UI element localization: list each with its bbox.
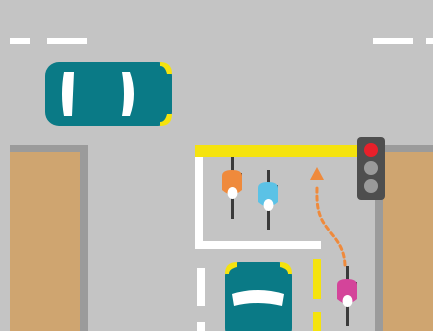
light-red: [364, 143, 378, 157]
curb-left-top: [10, 145, 88, 152]
car-bottom: [225, 262, 292, 331]
light-green: [364, 179, 378, 193]
car-top-left: [45, 62, 172, 126]
sidewalk-left: [10, 152, 80, 331]
lane-dashes-yellow: [313, 259, 321, 331]
yellow-box-line: [195, 145, 362, 157]
curb-left-side: [80, 145, 88, 331]
light-yellow: [364, 161, 378, 175]
traffic-light: [357, 137, 385, 200]
sidewalk-right: [383, 152, 433, 331]
